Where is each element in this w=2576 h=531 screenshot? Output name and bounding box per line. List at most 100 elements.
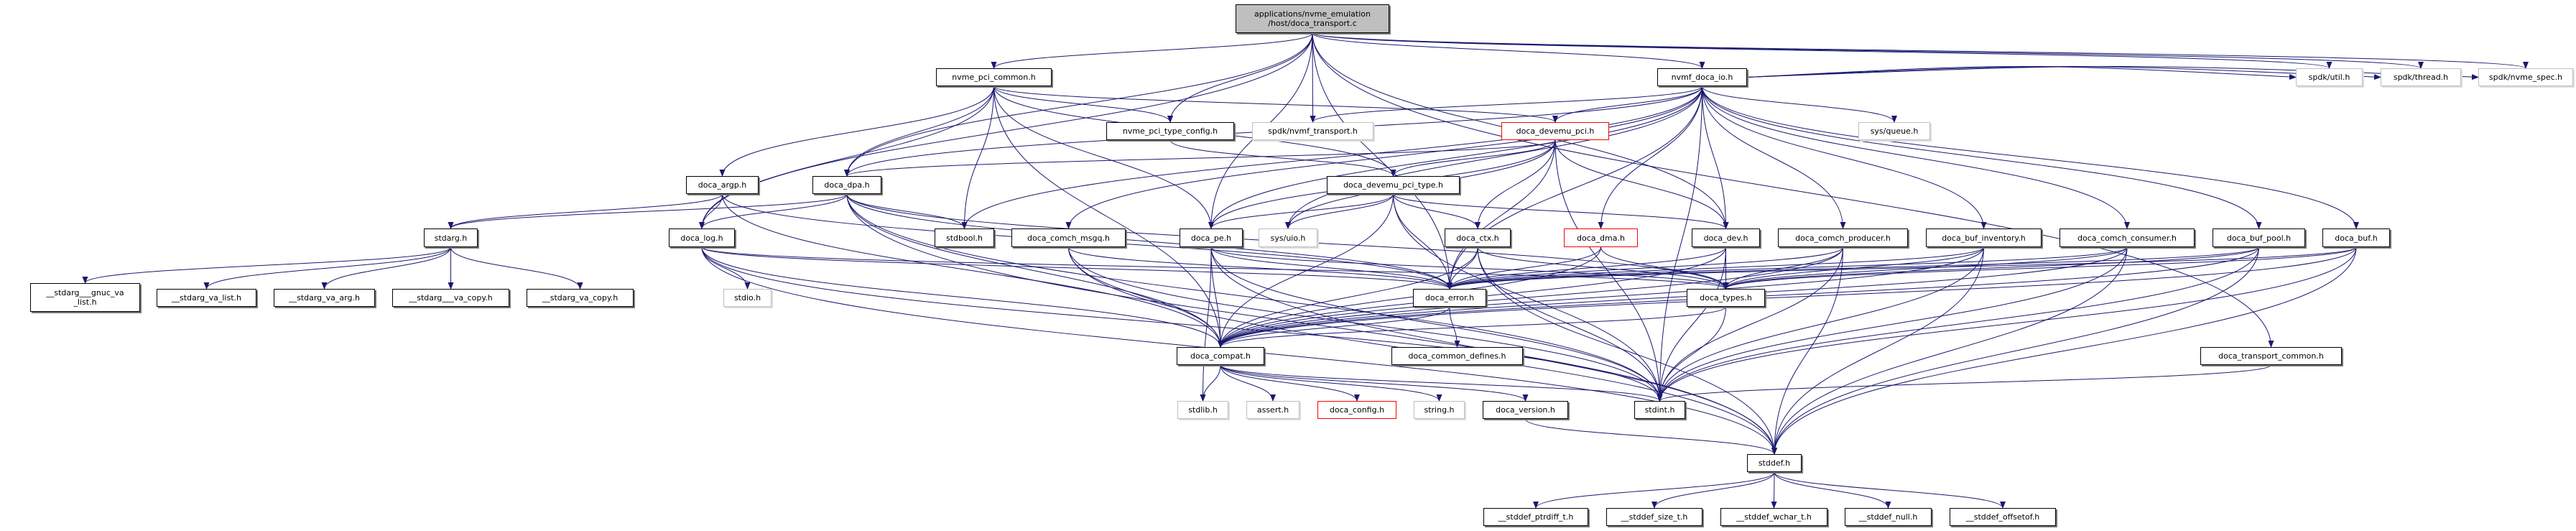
edge-nvmf-doca-io-to-doca-comch-msgq — [1065, 86, 1702, 229]
node-stdio[interactable]: stdio.h — [723, 289, 772, 307]
node-sys-queue[interactable]: sys/queue.h — [1858, 122, 1930, 140]
node-stdarg[interactable]: stdarg.h — [424, 228, 478, 247]
edge-nvmf-doca-io-to-doca-comch-consumer — [1702, 86, 2130, 229]
node-doca-compat[interactable]: doca_compat.h — [1177, 347, 1264, 365]
node-doca-buf-inventory[interactable]: doca_buf_inventory.h — [1926, 228, 2042, 247]
edge-doca-compat-to-doca-version — [1220, 364, 1529, 402]
node-doca-dev[interactable]: doca_dev.h — [1692, 228, 1760, 247]
node-stdarg---va-copy[interactable]: __stdarg___va_copy.h — [392, 289, 509, 307]
edge-doca-comch-consumer-to-stdint — [1657, 246, 2128, 402]
node-stddef-wchar[interactable]: __stddef_wchar_t.h — [1720, 508, 1827, 526]
node-sys-uio[interactable]: sys/uio.h — [1259, 228, 1317, 247]
edge-nvmf-doca-io-to-stdbool — [961, 86, 1702, 229]
node-doca-comch-msgq[interactable]: doca_comch_msgq.h — [1011, 228, 1126, 247]
node-stdarg-va-arg[interactable]: __stdarg_va_arg.h — [274, 289, 375, 307]
edge-nvmf-doca-io-to-sys-uio — [1285, 86, 1702, 229]
edge-nvme-pci-common-to-doca-argp — [719, 86, 994, 177]
edge-doca-comch-msgq-to-doca-compat — [1068, 246, 1223, 348]
edge-nvme-pci-common-to-doca-log — [699, 86, 994, 229]
node-doca-devemu-pci-type[interactable]: doca_devemu_pci_type.h — [1327, 176, 1460, 194]
edge-nvmf-doca-io-to-doca-dev — [1702, 86, 1729, 229]
edge-doca-devemu-pci-to-doca-error — [1447, 139, 1556, 290]
edge-root-to-nvme-pci-type-config — [1167, 32, 1313, 123]
node-doca-config[interactable]: doca_config.h — [1317, 401, 1396, 419]
node-stdint[interactable]: stdint.h — [1634, 401, 1685, 419]
node-doca-comch-consumer[interactable]: doca_comch_consumer.h — [2060, 228, 2195, 247]
node-doca-log[interactable]: doca_log.h — [669, 228, 735, 247]
edge-doca-compat-to-string — [1220, 364, 1442, 402]
edge-doca-dev-to-doca-error — [1447, 246, 1726, 290]
edge-stddef-to-stddef-size — [1651, 471, 1775, 509]
edge-root-to-doca-transport-common — [1312, 32, 2274, 348]
edge-doca-devemu-pci-type-to-sys-uio — [1285, 193, 1394, 229]
node-doca-error[interactable]: doca_error.h — [1413, 289, 1486, 307]
node-doca-common-defines[interactable]: doca_common_defines.h — [1391, 347, 1523, 365]
node-doca-ctx[interactable]: doca_ctx.h — [1445, 228, 1511, 247]
node-stdlib[interactable]: stdlib.h — [1177, 401, 1228, 419]
edge-doca-argp-to-doca-compat — [722, 193, 1223, 348]
node-string[interactable]: string.h — [1414, 401, 1465, 419]
node-spdk-util[interactable]: spdk/util.h — [2296, 68, 2363, 86]
edge-doca-comch-consumer-to-doca-types — [1723, 246, 2128, 290]
node-stddef-ptrdiff[interactable]: __stddef_ptrdiff_t.h — [1483, 508, 1588, 526]
edge-doca-comch-producer-to-doca-compat — [1218, 246, 1843, 348]
edge-doca-types-to-stdint — [1657, 306, 1726, 402]
edge-stddef-to-stddef-wchar — [1771, 471, 1777, 509]
node-doca-types[interactable]: doca_types.h — [1687, 289, 1765, 307]
node-nvme-pci-type-config[interactable]: nvme_pci_type_config.h — [1106, 122, 1234, 140]
edge-doca-buf-to-stddef — [1771, 246, 2357, 455]
node-stddef[interactable]: stddef.h — [1747, 454, 1802, 472]
node-doca-buf-pool[interactable]: doca_buf_pool.h — [2213, 228, 2305, 247]
node-doca-version[interactable]: doca_version.h — [1483, 401, 1568, 419]
node-doca-buf[interactable]: doca_buf.h — [2322, 228, 2390, 247]
edge-doca-log-to-stdint — [701, 246, 1663, 402]
node-doca-dpa[interactable]: doca_dpa.h — [812, 176, 881, 194]
edge-doca-comch-msgq-to-doca-error — [1068, 246, 1453, 290]
node-doca-devemu-pci[interactable]: doca_devemu_pci.h — [1501, 122, 1609, 140]
edge-doca-error-to-doca-common-defines — [1449, 306, 1460, 348]
edge-doca-comch-consumer-to-stddef — [1771, 246, 2128, 455]
node-stdarg-gnuc[interactable]: __stdarg___gnuc_va _list.h — [30, 283, 140, 312]
node-doca-argp[interactable]: doca_argp.h — [686, 176, 759, 194]
edge-doca-pe-to-stdlib — [1200, 246, 1212, 402]
edge-doca-buf-inventory-to-stddef — [1771, 246, 1984, 455]
edge-doca-compat-to-stdint — [1220, 364, 1663, 402]
node-nvmf-doca-io[interactable]: nvmf_doca_io.h — [1657, 68, 1747, 86]
node-nvme-pci-common[interactable]: nvme_pci_common.h — [936, 68, 1052, 86]
node-spdk-nvmf-transport[interactable]: spdk/nvmf_transport.h — [1252, 122, 1373, 140]
edge-doca-dpa-to-doca-error — [846, 193, 1453, 290]
node-stddef-offsetof[interactable]: __stddef_offsetof.h — [1950, 508, 2056, 526]
edge-nvmf-doca-io-to-spdk-thread — [1746, 66, 2381, 80]
edge-doca-buf-inventory-to-stdint — [1657, 246, 1984, 402]
edge-root-to-spdk-util — [1312, 32, 2332, 69]
node-doca-comch-producer[interactable]: doca_comch_producer.h — [1778, 228, 1908, 247]
edge-doca-error-to-doca-compat — [1218, 306, 1450, 348]
edge-doca-compat-to-assert — [1220, 364, 1276, 402]
edge-nvme-pci-common-to-nvme-pci-type-config — [993, 86, 1173, 123]
edge-doca-comch-consumer-to-doca-error — [1447, 246, 2128, 290]
edge-nvme-pci-common-to-doca-pe — [993, 86, 1214, 229]
node-doca-dma[interactable]: doca_dma.h — [1564, 228, 1638, 247]
node-stddef-size[interactable]: __stddef_size_t.h — [1606, 508, 1702, 526]
node-stdbool[interactable]: stdbool.h — [935, 228, 994, 247]
edge-nvme-pci-type-config-to-doca-devemu-pci-type — [1169, 139, 1396, 177]
node-assert[interactable]: assert.h — [1246, 401, 1299, 419]
node-stdarg-va-copy[interactable]: __stdarg_va_copy.h — [527, 289, 634, 307]
edge-doca-buf-pool-to-stdint — [1657, 246, 2259, 402]
edge-nvme-pci-common-to-doca-devemu-pci — [993, 86, 1558, 123]
edge-doca-log-to-doca-error — [701, 246, 1453, 290]
node-stdarg-va-list[interactable]: __stdarg_va_list.h — [157, 289, 256, 307]
node-doca-pe[interactable]: doca_pe.h — [1180, 228, 1243, 247]
node-spdk-thread[interactable]: spdk/thread.h — [2381, 68, 2461, 86]
edge-nvmf-doca-io-to-sys-queue — [1702, 86, 1897, 123]
node-stddef-null[interactable]: __stddef_null.h — [1845, 508, 1932, 526]
edge-root-to-spdk-nvmf-transport — [1310, 32, 1316, 123]
node-root[interactable]: applications/nvme_emulation /host/doca_t… — [1236, 4, 1389, 33]
edge-doca-dpa-to-stdint — [846, 193, 1663, 402]
edge-doca-devemu-pci-type-to-doca-ctx — [1393, 193, 1481, 229]
node-doca-transport-common[interactable]: doca_transport_common.h — [2200, 347, 2342, 365]
edge-doca-buf-pool-to-doca-types — [1723, 246, 2259, 290]
node-spdk-nvme-spec[interactable]: spdk/nvme_spec.h — [2478, 68, 2573, 86]
edge-doca-devemu-pci-to-stdint — [1555, 139, 1663, 402]
